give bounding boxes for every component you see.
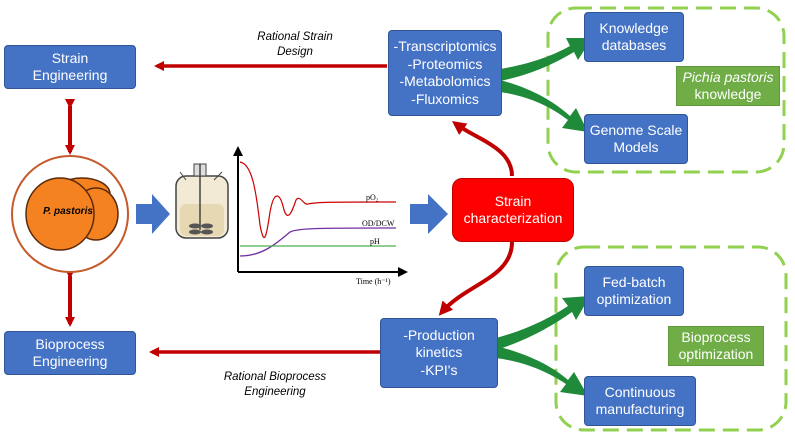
bioprocess-engineering-box: Bioprocess Engineering: [4, 331, 136, 375]
fed-batch-box: Fed-batch optimization: [584, 266, 684, 316]
od-label: OD/DCW: [362, 219, 395, 228]
ph-label: pH: [370, 237, 380, 246]
blue-arrow-left: [136, 194, 170, 234]
rational-strain-design-label: Rational Strain Design: [257, 31, 333, 58]
continuous-manufacturing-box: Continuous manufacturing: [584, 376, 696, 426]
bioprocess-region: [554, 245, 788, 432]
green-arrow-fedbatch: [496, 296, 590, 350]
organism-label: P. pastoris: [43, 206, 93, 217]
knowledge-databases-box: Knowledge databases: [584, 12, 684, 62]
arrow-char-production: [438, 241, 514, 316]
bioprocess-optimization-badge: Bioprocess optimization: [668, 326, 764, 366]
strain-engineering-box: Strain Engineering: [4, 45, 136, 89]
pichia-knowledge-label: knowledge: [694, 86, 762, 102]
green-arrow-knowledge: [500, 38, 592, 81]
arrow-char-omics: [451, 121, 514, 177]
od-curve: [239, 227, 397, 257]
po2-curve: [239, 161, 397, 239]
yeast-cells-icon: [25, 177, 119, 251]
pichia-name-label: Pichia pastoris: [682, 68, 774, 85]
graph-y-arrowhead: [233, 146, 243, 156]
bioreactor-icon: [175, 163, 229, 239]
rational-bioprocess-label: Rational Bioprocess Engineering: [223, 371, 327, 398]
pichia-knowledge-badge: Pichia pastoris knowledge: [676, 66, 780, 106]
po2-label: pO₂: [366, 193, 379, 202]
time-axis-label: Time (h⁻¹): [356, 277, 391, 286]
strain-characterization-box: Strain characterization: [452, 178, 574, 242]
production-kinetics-box: -Production kinetics -KPI's: [380, 318, 498, 388]
fermentation-graph: [233, 146, 408, 277]
genome-scale-models-box: Genome Scale Models: [584, 114, 688, 164]
green-arrow-continuous: [496, 346, 588, 396]
green-arrow-genome: [500, 80, 588, 132]
knowledge-region: [546, 6, 786, 174]
blue-arrow-right: [410, 194, 448, 234]
omics-box: -Transcriptomics -Proteomics -Metabolomi…: [388, 30, 502, 116]
graph-x-arrowhead: [398, 267, 408, 277]
